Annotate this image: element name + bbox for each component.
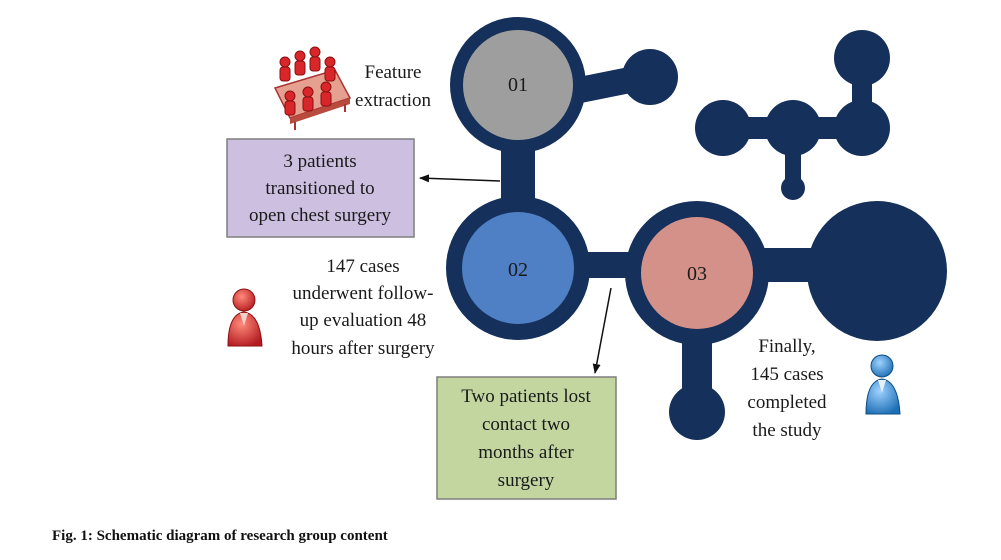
research-flow-diagram: 01 02 03 Feature extraction 3 patients t… [226,17,947,500]
completed-line-2: 145 cases [750,364,823,385]
lost-contact-box: Two patients lost contact two months aft… [436,376,617,500]
small-node-right [834,100,890,156]
small-node-middle [765,100,821,156]
completed-text: Finally, 145 cases completed the study [747,336,827,441]
lost-contact-line-2: contact two [482,414,570,435]
node-01-label: 01 [508,74,528,96]
arrow-to-open-chest [419,174,501,183]
follow-up-line-2: underwent follow- [293,283,434,304]
follow-up-line-3: up evaluation 48 [300,310,427,331]
completed-line-4: the study [752,420,822,441]
open-chest-surgery-box: 3 patients transitioned to open chest su… [226,138,415,238]
small-node-top [834,30,890,86]
meeting-table-icon [273,46,352,130]
follow-up-text: 147 cases underwent follow- up evaluatio… [291,256,435,359]
completed-line-3: completed [747,392,827,413]
feature-extraction-line-2: extraction [355,90,431,111]
arrow-to-lost-contact [592,287,612,374]
follow-up-line-1: 147 cases [326,256,399,277]
node-big-dark [807,201,947,341]
node-02-label: 02 [508,259,528,281]
small-node-bottom [781,176,805,200]
lost-contact-line-4: surgery [498,470,555,491]
open-chest-line-1: 3 patients [283,151,356,172]
open-chest-line-3: open chest surgery [249,205,392,226]
lost-contact-line-3: months after [478,442,574,463]
node-01-side-dot [622,49,678,105]
molecule-network: 01 02 03 [446,17,947,440]
node-03 [641,217,753,329]
node-02 [462,212,574,324]
node-03-bottom-dot [669,384,725,440]
feature-extraction-line-1: Feature [365,62,422,83]
person-blue-icon [865,354,901,415]
node-01 [463,30,573,140]
figure-caption: Fig. 1: Schematic diagram of research gr… [52,528,388,544]
lost-contact-line-1: Two patients lost [461,386,591,407]
small-node-left [695,100,751,156]
person-red-icon [227,288,263,347]
follow-up-line-4: hours after surgery [291,338,435,359]
node-03-label: 03 [687,263,707,285]
completed-line-1: Finally, [758,336,815,357]
open-chest-line-2: transitioned to [265,178,374,199]
